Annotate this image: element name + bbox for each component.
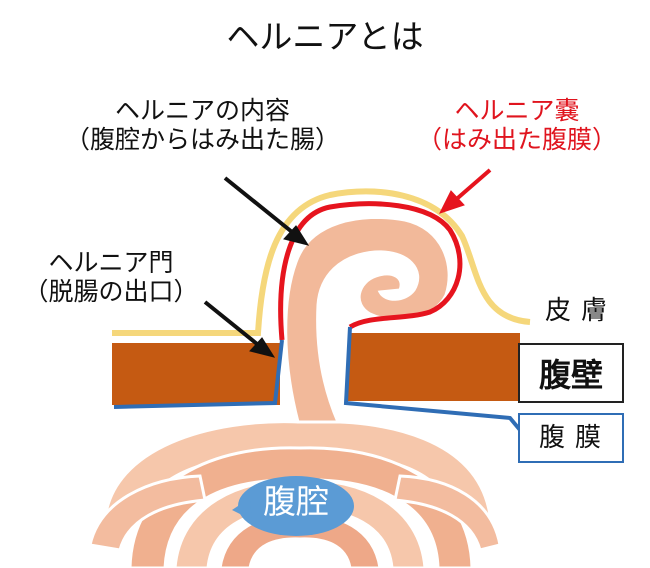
label-skin: 皮膚 xyxy=(545,296,618,326)
cavity-badge-tail xyxy=(232,498,252,520)
label-hernia-sac: ヘルニア嚢 （はみ出た腹膜） xyxy=(392,96,642,155)
arrow-content-head xyxy=(283,225,310,246)
skin-line xyxy=(112,188,531,336)
arrow-ring-head xyxy=(249,337,276,358)
label-hernia-sac-sub: （はみ出た腹膜） xyxy=(416,124,617,154)
page-title: ヘルニアとは xyxy=(226,17,424,56)
hernia-intestine xyxy=(284,216,451,424)
cavity-badge xyxy=(238,476,354,536)
label-hernia-ring-main: ヘルニア門 xyxy=(48,248,174,277)
pointer-arrows xyxy=(203,176,310,358)
label-hernia-ring: ヘルニア門 （脱腸の出口） xyxy=(6,248,216,307)
arrow-ring xyxy=(203,300,264,350)
label-hernia-sac-main: ヘルニア嚢 xyxy=(454,96,580,125)
label-abdominal-cavity: 腹腔 xyxy=(263,482,329,521)
peritoneum-line-left xyxy=(113,339,284,409)
label-peritoneum: 腹膜 xyxy=(518,413,624,463)
arrow-content xyxy=(223,176,299,238)
sac-arrow xyxy=(439,168,492,214)
peritoneum-line-right xyxy=(343,326,522,432)
abdominal-wall-left xyxy=(112,343,280,405)
label-abdominal-wall: 腹壁 xyxy=(518,343,624,403)
label-hernia-content: ヘルニアの内容 （腹腔からはみ出た腸） xyxy=(25,96,380,155)
abdominal-wall-right xyxy=(348,333,520,401)
label-hernia-ring-sub: （脱腸の出口） xyxy=(23,276,199,306)
label-hernia-content-main: ヘルニアの内容 xyxy=(114,96,290,125)
label-hernia-content-sub: （腹腔からはみ出た腸） xyxy=(64,124,340,154)
